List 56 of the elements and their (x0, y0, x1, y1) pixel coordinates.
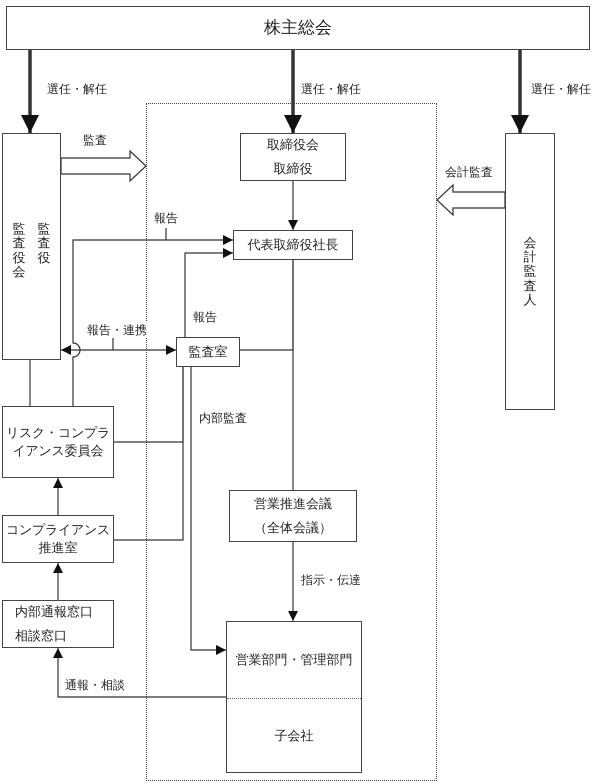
edge-label: 監査 (82, 132, 108, 148)
node-label: 監査室 (188, 343, 228, 361)
arrow (53, 648, 226, 698)
arrow (284, 50, 302, 133)
tall-box (2, 133, 61, 360)
node-label: 営業部門・管理部門 (236, 651, 352, 669)
title-box (6, 6, 590, 50)
arrow (184, 248, 233, 337)
node-label: 相談窓口 (15, 627, 67, 645)
process-box (229, 490, 357, 542)
process-box (240, 133, 346, 181)
arrow (288, 542, 298, 621)
arrow (511, 50, 529, 133)
arrow (72, 235, 233, 406)
node-label: 会計監査人 (524, 236, 536, 308)
block-arrow (60, 150, 147, 182)
edge-label: 通報・相談 (64, 677, 126, 693)
connector-line (29, 360, 31, 406)
process-box (226, 621, 362, 773)
edge-label: 報告・連携 (86, 322, 148, 338)
connector-line (114, 367, 184, 541)
node-label: 内部通報窓口 (15, 603, 93, 621)
edge-label: 選任・解任 (530, 81, 592, 97)
connector-line (292, 260, 294, 490)
node-label: 営業推進会議 (254, 495, 332, 513)
node-label: 監査役 (38, 222, 50, 265)
edge-label: 報告 (192, 309, 218, 325)
tall-box (505, 133, 555, 410)
dotted-frame (146, 103, 437, 781)
process-box (2, 515, 114, 563)
edge-label: 選任・解任 (46, 81, 108, 97)
node-label: （全体会議） (254, 519, 332, 537)
edge-label: 会計監査 (444, 164, 494, 180)
arrow (21, 50, 39, 133)
node-label: 子会社 (274, 726, 314, 744)
node-label: 取締役会 (267, 136, 319, 154)
node-label: コンプライアンス推進室 (6, 521, 110, 557)
process-box (233, 230, 353, 260)
arrow (288, 181, 298, 230)
edge-label: 内部監査 (198, 410, 248, 426)
process-box (176, 337, 240, 367)
double-arrow (61, 345, 176, 355)
arrow (53, 478, 63, 515)
process-box (2, 600, 114, 648)
node-label: リスク・コンプライアンス委員会 (6, 424, 110, 460)
node-label: 監査役会 (12, 222, 26, 280)
arrow (53, 563, 63, 600)
node-label: 取締役 (274, 160, 312, 178)
edge-label: 報告 (153, 210, 179, 226)
node-label: 代表取締役社長 (248, 236, 338, 254)
block-arrow (436, 184, 506, 216)
process-box (2, 406, 114, 478)
arrow (190, 367, 226, 655)
node-label: 株主総会 (264, 16, 332, 39)
edge-label: 指示・伝達 (300, 572, 362, 588)
edge-label: 選任・解任 (300, 81, 362, 97)
